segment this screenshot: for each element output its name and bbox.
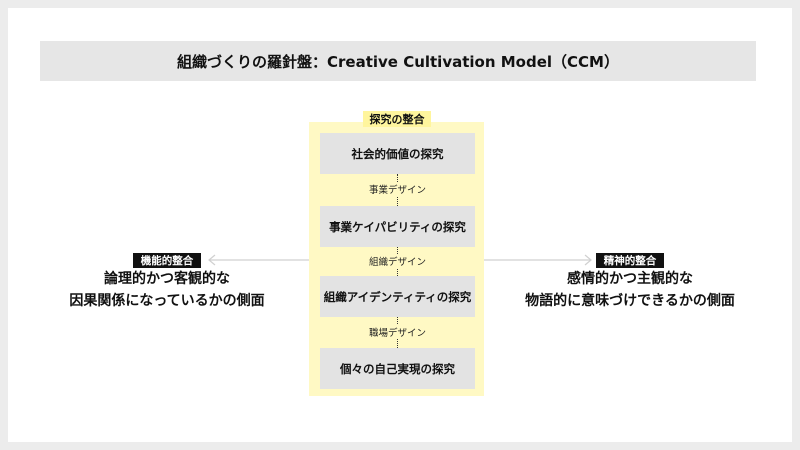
right-description: 感情的かつ主観的な 物語的に意味づけできるかの側面	[510, 268, 750, 312]
box-organizational-identity: 組織アイデンティティの探究	[320, 276, 475, 317]
left-tag: 機能的整合	[133, 253, 201, 268]
connector-label-business-design: 事業デザイン	[330, 182, 465, 196]
page-title: 組織づくりの羅針盤：Creative Cultivation Model（CCM…	[40, 41, 756, 81]
connector-label-organization-design: 組織デザイン	[330, 254, 465, 268]
right-line-2: 物語的に意味づけできるかの側面	[525, 293, 735, 309]
box-self-realization: 個々の自己実現の探究	[320, 348, 475, 389]
box-business-capability: 事業ケイパビリティの探究	[320, 206, 475, 247]
box-social-value: 社会的価値の探究	[320, 133, 475, 174]
left-line-2: 因果関係になっているかの側面	[69, 293, 265, 309]
left-line-1: 論理的かつ客観的な	[104, 271, 230, 287]
connector-label-workplace-design: 職場デザイン	[330, 325, 465, 339]
left-description: 論理的かつ客観的な 因果関係になっているかの側面	[47, 268, 287, 312]
right-line-1: 感情的かつ主観的な	[567, 271, 693, 287]
right-tag: 精神的整合	[596, 253, 664, 268]
panel-label: 探究の整合	[363, 111, 431, 127]
